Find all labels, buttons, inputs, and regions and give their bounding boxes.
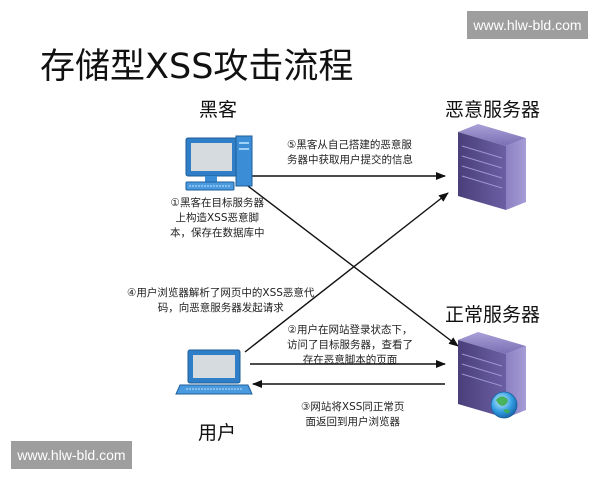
watermark-bottom: www.hlw-bld.com xyxy=(11,441,132,469)
hacker-label: 黑客 xyxy=(199,99,238,121)
malicious-server-label: 恶意服务器 xyxy=(445,99,541,121)
arrow-step4 xyxy=(244,192,449,353)
step1-annotation: ①黑客在目标服务器 上构造XSS恶意脚 本，保存在数据库中 xyxy=(170,197,265,239)
server-tower-globe-icon xyxy=(458,332,526,419)
arrow-step1 xyxy=(239,179,459,347)
desktop-computer-icon xyxy=(185,135,253,191)
step3-annotation: ③网站将XSS同正常页 面返回到用户浏览器 xyxy=(301,401,405,428)
normal-server-label: 正常服务器 xyxy=(445,304,541,326)
watermark-top: www.hlw-bld.com xyxy=(467,11,588,39)
page-title: 存储型XSS攻击流程 xyxy=(40,47,354,87)
server-tower-icon xyxy=(458,124,526,210)
step4-annotation: ④用户浏览器解析了网页中的XSS恶意代 码，向恶意服务器发起请求 xyxy=(127,287,315,314)
step2-annotation: ②用户在网站登录状态下， 访问了目标服务器，查看了 存在恶意脚本的页面 xyxy=(287,324,413,366)
user-label: 用户 xyxy=(198,422,237,444)
step5-annotation: ⑤黑客从自己搭建的恶意服 务器中获取用户提交的信息 xyxy=(287,139,413,166)
laptop-icon xyxy=(175,349,253,395)
